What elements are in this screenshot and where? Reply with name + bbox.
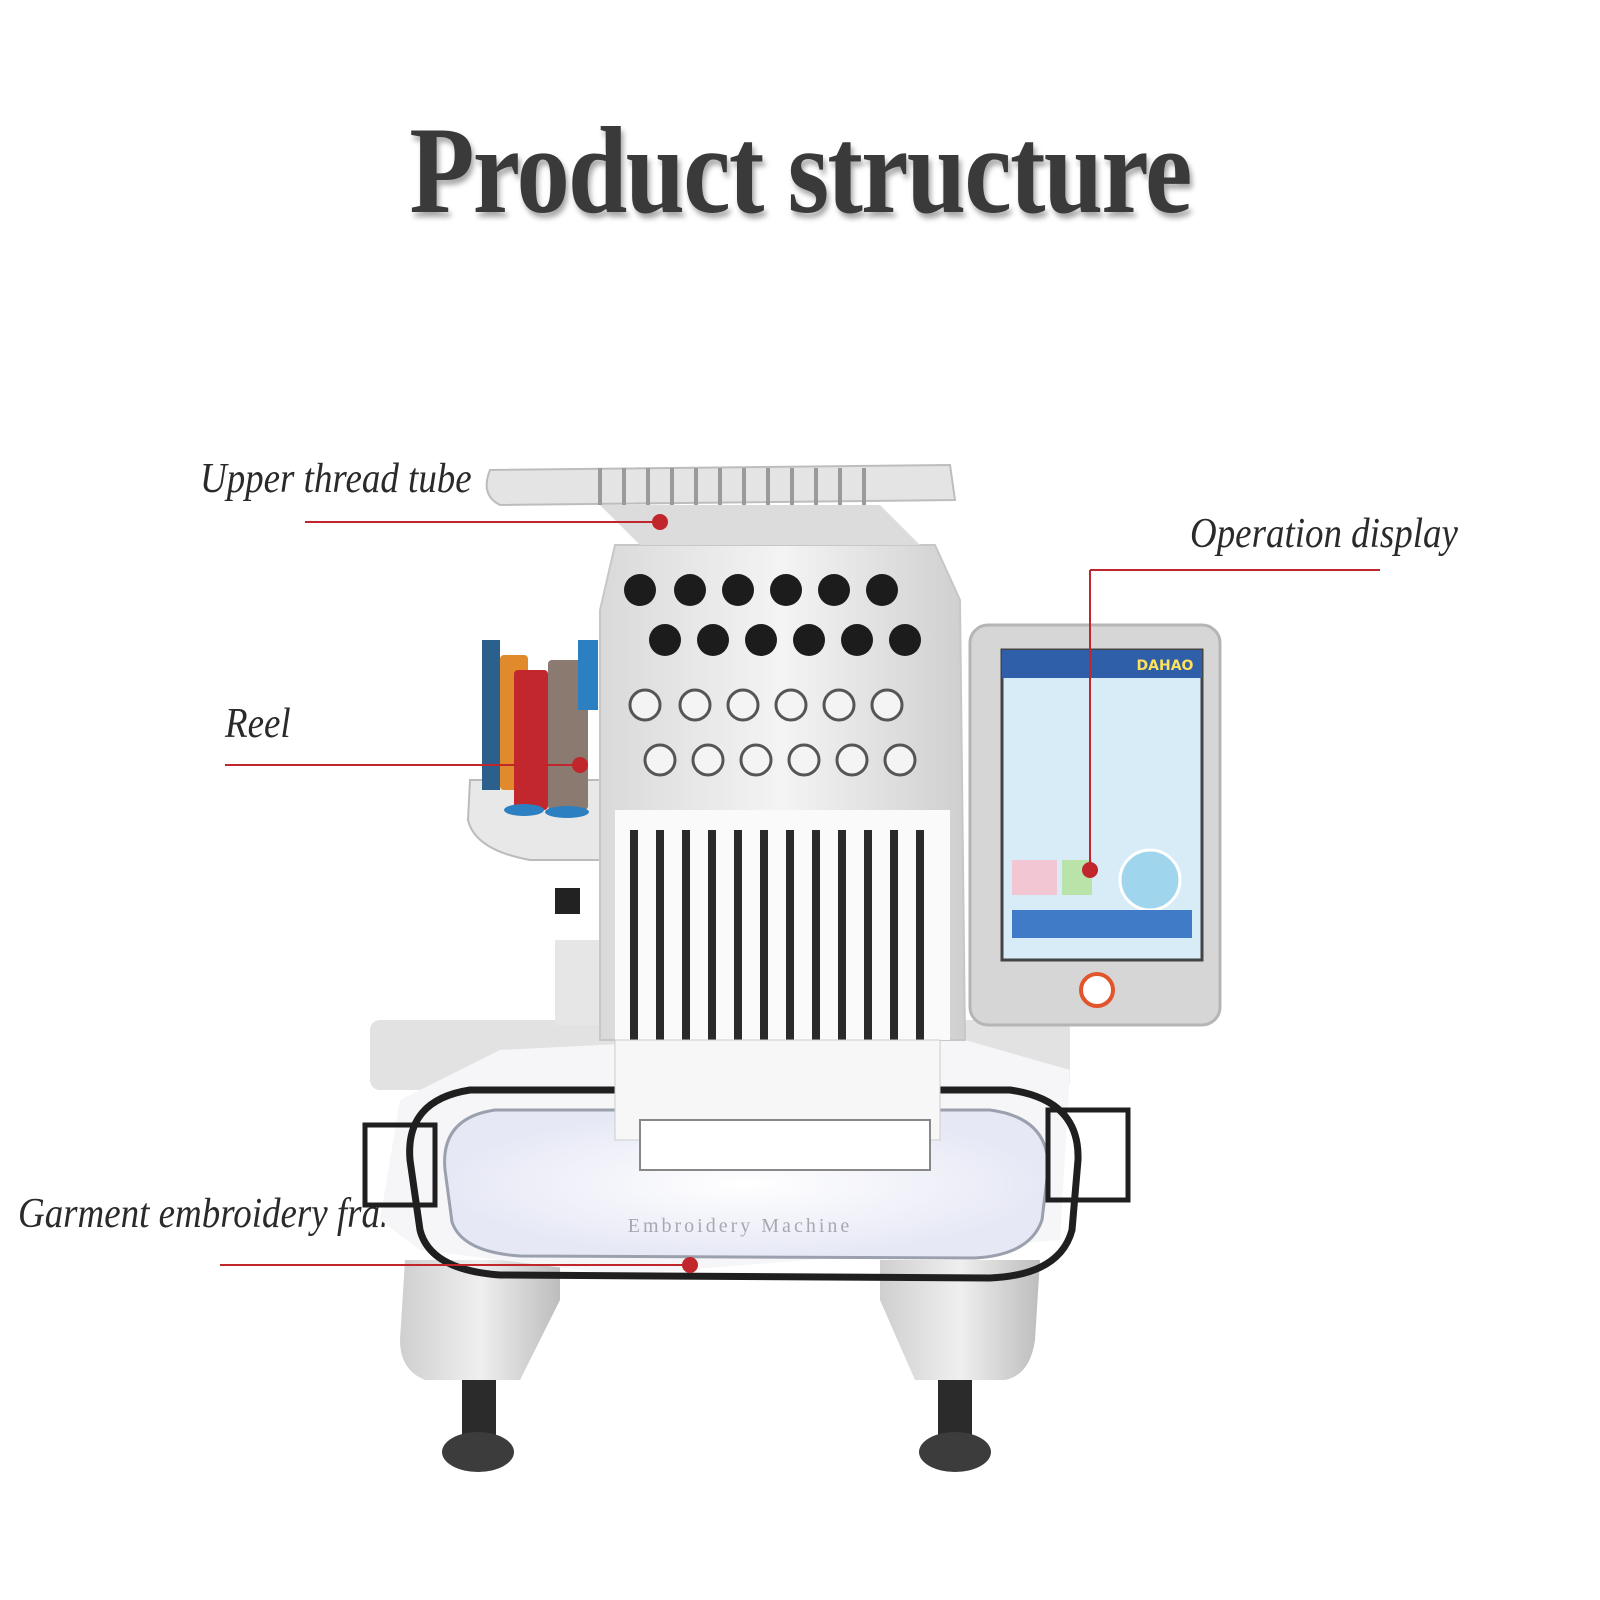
screen-brand: DAHAO	[1137, 658, 1194, 674]
callouts	[220, 514, 1380, 1273]
hoop-text: Embroidery Machine	[628, 1215, 853, 1237]
side-knob	[555, 888, 580, 914]
label-operation-display: Operation display	[1190, 511, 1458, 557]
label-reel: Reel	[225, 701, 291, 747]
thread-guides	[628, 688, 917, 777]
power-button	[1079, 972, 1115, 1008]
needle-bars	[630, 830, 924, 1040]
upper-thread-tube	[485, 463, 957, 545]
reel-shelf	[466, 640, 616, 861]
label-garment-embroidery-frame: Garment embroidery frame	[18, 1191, 424, 1237]
machine-feet	[442, 1370, 991, 1472]
label-upper-thread-tube: Upper thread tube	[200, 456, 472, 502]
presser-feet	[639, 1119, 931, 1171]
operation-display: DAHAO	[968, 623, 1222, 1027]
machine-head	[599, 544, 967, 1041]
tension-knobs	[624, 574, 921, 656]
page-title: Product structure	[409, 102, 1192, 239]
